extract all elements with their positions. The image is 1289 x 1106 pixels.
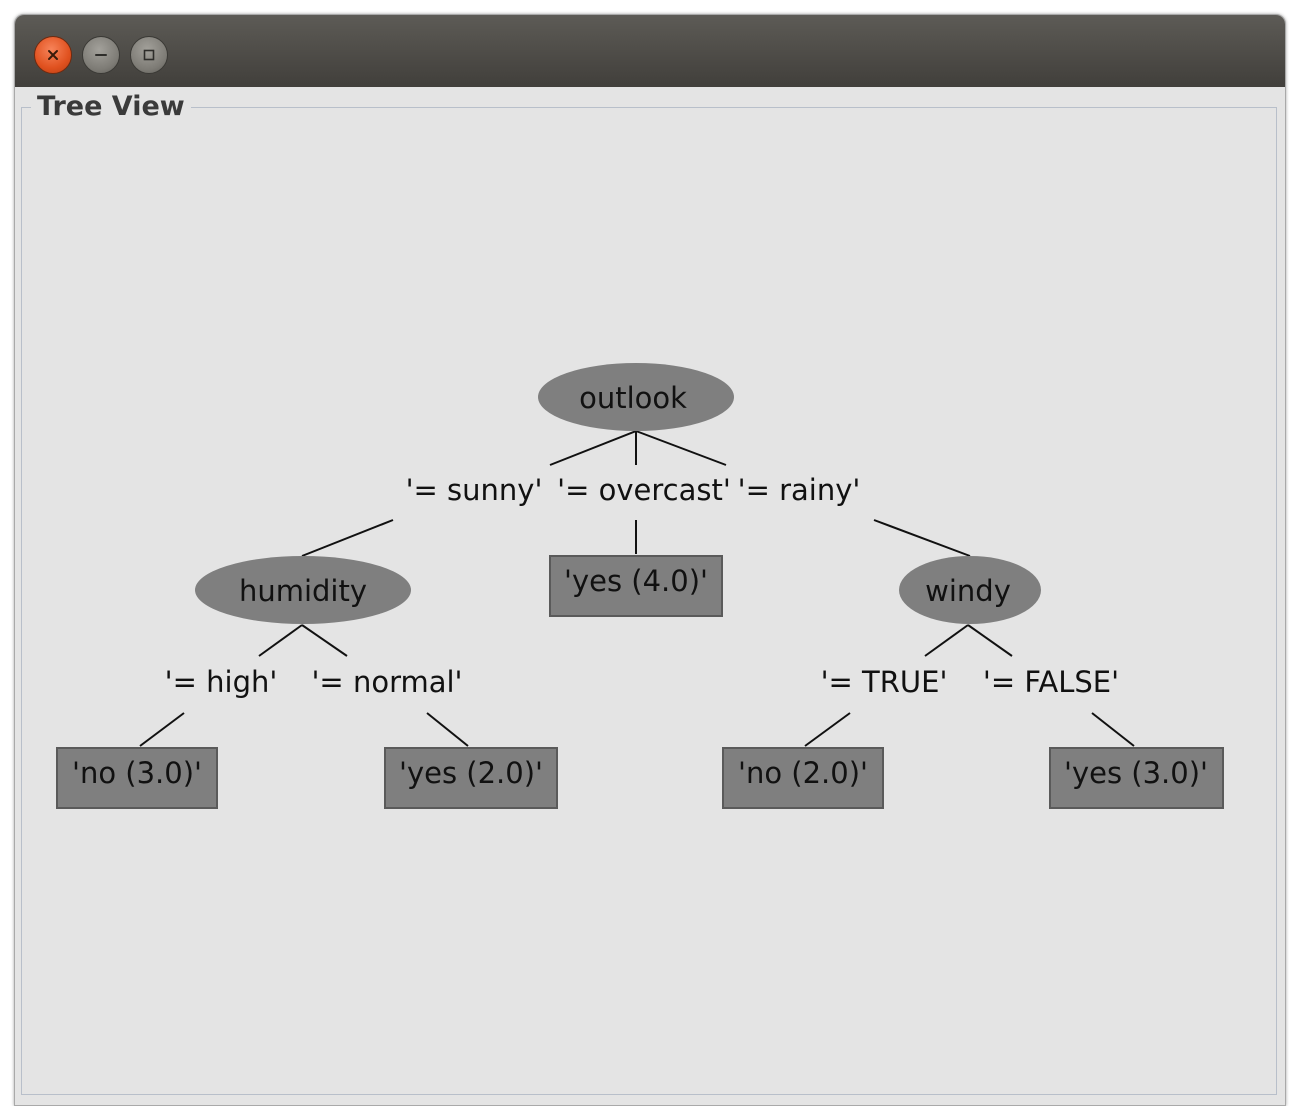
maximize-button[interactable] (130, 36, 168, 74)
edge-label-false: '= FALSE' (983, 665, 1119, 699)
leaf-yes-overcast-shape (549, 555, 723, 617)
node-windy-label: windy (925, 574, 1011, 608)
leaf-yes-normal[interactable]: 'yes (2.0)' (384, 747, 558, 809)
edge-label-high: '= high' (165, 665, 278, 699)
node-windy-shape (899, 556, 1041, 624)
edge-line-rainy-lower (873, 519, 971, 557)
leaf-yes-false-label: 'yes (3.0)' (1064, 756, 1208, 790)
close-icon (48, 50, 58, 60)
edge-label-overcast: '= overcast' (557, 473, 731, 507)
maximize-icon (143, 49, 155, 61)
leaf-yes-normal-shape (384, 747, 558, 809)
leaf-no-true[interactable]: 'no (2.0)' (722, 747, 884, 809)
edge-label-rainy: '= rainy' (738, 473, 861, 507)
leaf-yes-overcast[interactable]: 'yes (4.0)' (549, 555, 723, 617)
edge-line-normal-lower (426, 712, 469, 747)
edge-line-true-upper (924, 624, 969, 657)
edge-label-sunny: '= sunny' (406, 473, 543, 507)
node-humidity[interactable]: humidity (195, 556, 411, 624)
leaf-no-high-shape (56, 747, 218, 809)
leaf-yes-false[interactable]: 'yes (3.0)' (1049, 747, 1224, 809)
tree-view-panel-border (21, 107, 1277, 1095)
edge-line-sunny-lower (301, 519, 394, 557)
edge-label-normal: '= normal' (311, 665, 462, 699)
node-outlook-label: outlook (579, 381, 687, 415)
leaf-yes-normal-label: 'yes (2.0)' (399, 756, 543, 790)
weka-tree-view-window: Tree View outlook humidity windy (14, 14, 1286, 1106)
minimize-icon (95, 54, 107, 56)
leaf-no-true-shape (722, 747, 884, 809)
node-outlook-shape (538, 363, 734, 431)
leaf-no-true-label: 'no (2.0)' (738, 756, 868, 790)
edge-label-true: '= TRUE' (821, 665, 948, 699)
node-humidity-shape (195, 556, 411, 624)
edge-line-rainy-upper (635, 430, 727, 466)
leaf-no-high[interactable]: 'no (3.0)' (56, 747, 218, 809)
edge-line-false-lower (1091, 712, 1135, 747)
leaf-yes-false-shape (1049, 747, 1224, 809)
panel-title: Tree View (31, 89, 191, 125)
leaf-no-high-label: 'no (3.0)' (72, 756, 202, 790)
minimize-button[interactable] (82, 36, 120, 74)
edge-line-normal-upper (301, 624, 348, 657)
leaf-yes-overcast-label: 'yes (4.0)' (564, 564, 708, 598)
edge-line-high-upper (258, 624, 303, 657)
edge-line-high-lower (139, 712, 185, 747)
close-button[interactable] (34, 36, 72, 74)
edge-line-sunny-upper (549, 430, 637, 466)
edge-line-false-upper (967, 624, 1013, 657)
node-windy[interactable]: windy (899, 556, 1041, 624)
node-humidity-label: humidity (239, 574, 367, 608)
node-outlook[interactable]: outlook (538, 363, 734, 431)
edge-line-true-lower (804, 712, 851, 747)
title-bar[interactable] (15, 15, 1285, 87)
tree-canvas[interactable]: outlook humidity windy 'yes (4.0)' 'no (… (15, 15, 1285, 1105)
